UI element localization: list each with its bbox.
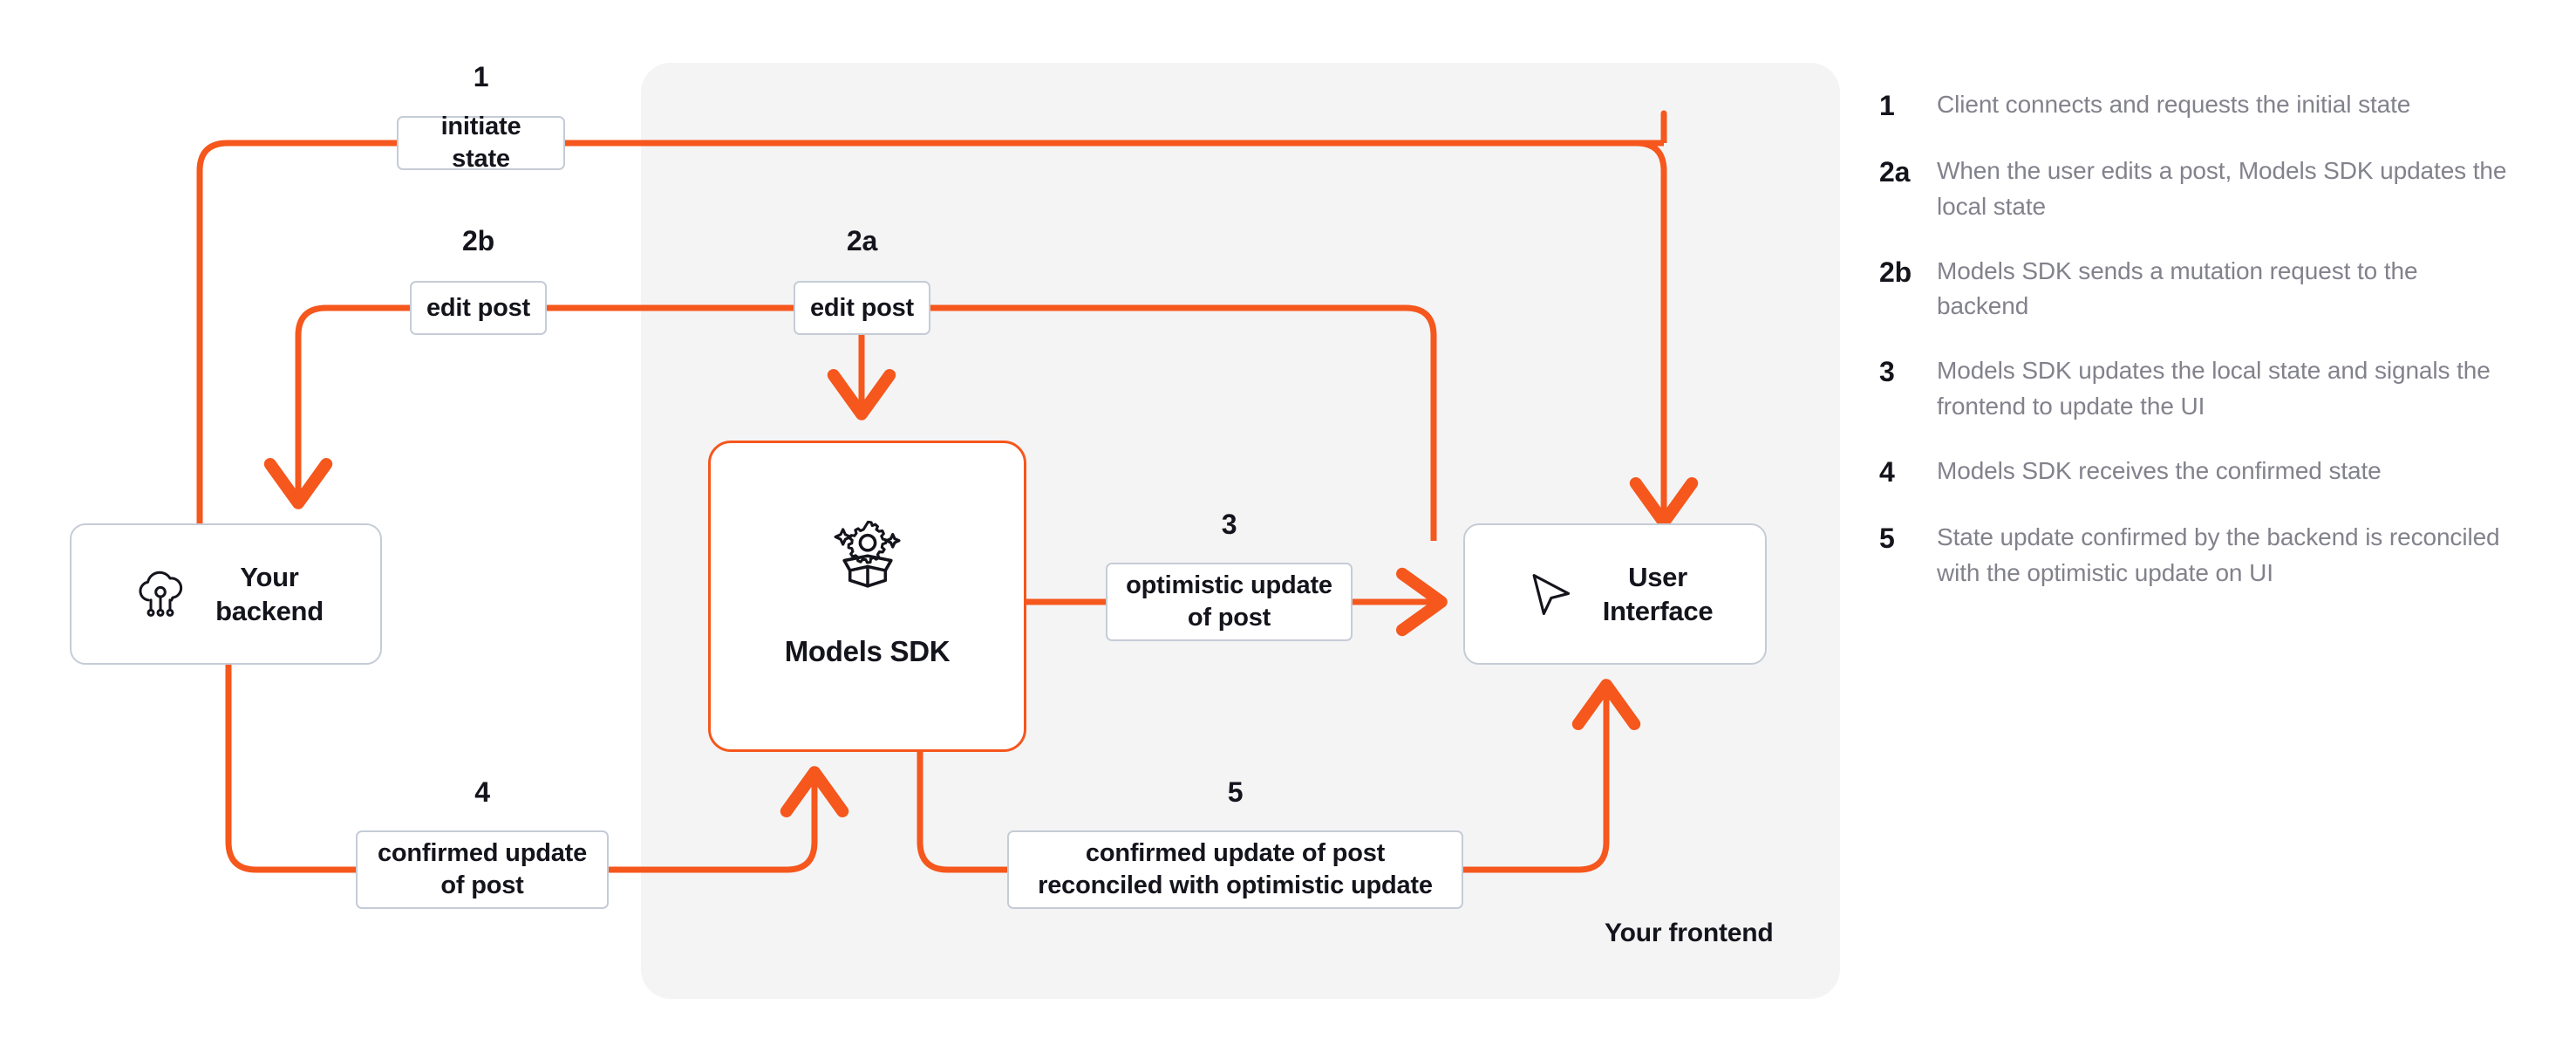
legend-number: 5 bbox=[1879, 523, 1895, 555]
node-label: User Interface bbox=[1602, 561, 1714, 626]
edge-label-confirmed-update[interactable]: confirmed update of post bbox=[356, 830, 609, 909]
legend-item: 1 Client connects and requests the initi… bbox=[1879, 87, 2516, 124]
legend-description: Models SDK receives the confirmed state bbox=[1937, 457, 2382, 485]
edge-label-optimistic-update[interactable]: optimistic update of post bbox=[1106, 563, 1353, 641]
node-label: Models SDK bbox=[784, 635, 951, 667]
legend-item: 3 Models SDK updates the local state and… bbox=[1879, 353, 2516, 424]
frontend-panel-label: Your frontend bbox=[1605, 919, 1774, 947]
node-models-sdk[interactable]: Models SDK bbox=[708, 441, 1026, 752]
edge-label-text: optimistic update of post bbox=[1126, 571, 1332, 632]
sdk-icon-wrap bbox=[822, 506, 913, 597]
legend-description: State update confirmed by the backend is… bbox=[1937, 523, 2500, 586]
node-user-interface[interactable]: User Interface bbox=[1463, 523, 1767, 665]
step-number-3: 3 bbox=[1221, 509, 1237, 540]
step-number-2b: 2b bbox=[462, 225, 494, 256]
step-number-4: 4 bbox=[474, 776, 490, 808]
legend-number: 1 bbox=[1879, 90, 1895, 121]
legend-number: 4 bbox=[1879, 456, 1895, 489]
legend-description: Client connects and requests the initial… bbox=[1937, 91, 2411, 118]
legend-item: 2a When the user edits a post, Models SD… bbox=[1879, 154, 2516, 224]
step-number-5: 5 bbox=[1227, 776, 1244, 808]
step-number-1: 1 bbox=[473, 61, 489, 92]
node-your-backend[interactable]: Your backend bbox=[70, 523, 382, 665]
legend-number: 2a bbox=[1879, 156, 1911, 188]
legend-description: Models SDK sends a mutation request to t… bbox=[1937, 256, 2418, 320]
legend-item: 2b Models SDK sends a mutation request t… bbox=[1879, 254, 2516, 325]
legend-item: 4 Models SDK receives the confirmed stat… bbox=[1879, 454, 2516, 490]
cloud-network-icon bbox=[139, 570, 183, 617]
edge-label-text: edit post bbox=[809, 293, 915, 322]
legend-item: 5 State update confirmed by the backend … bbox=[1879, 520, 2516, 591]
node-label: Your backend bbox=[215, 561, 324, 626]
cursor-pointer-icon bbox=[1532, 574, 1570, 616]
edge-label-text: confirmed update of post bbox=[377, 839, 588, 899]
edge-label-initiate-state[interactable]: initiate state bbox=[397, 113, 565, 173]
edge-label-edit-post-2b[interactable]: edit post bbox=[410, 281, 547, 335]
edge-label-text: edit post bbox=[426, 293, 531, 322]
legend-description: When the user edits a post, Models SDK u… bbox=[1937, 157, 2507, 220]
legend-description: Models SDK updates the local state and s… bbox=[1937, 357, 2491, 420]
step-number-2a: 2a bbox=[846, 225, 878, 256]
legend-list: 1 Client connects and requests the initi… bbox=[1879, 87, 2516, 620]
edge-label-edit-post-2a[interactable]: edit post bbox=[794, 281, 930, 335]
legend-number: 2b bbox=[1879, 256, 1912, 288]
open-box-gear-sparkle-icon bbox=[834, 520, 901, 588]
edge-label-text: initiate state bbox=[440, 113, 521, 173]
legend-number: 3 bbox=[1879, 356, 1895, 388]
edge-label-text: confirmed update of post reconciled with… bbox=[1038, 839, 1433, 899]
edge-label-confirmed-reconciled[interactable]: confirmed update of post reconciled with… bbox=[1007, 830, 1463, 909]
